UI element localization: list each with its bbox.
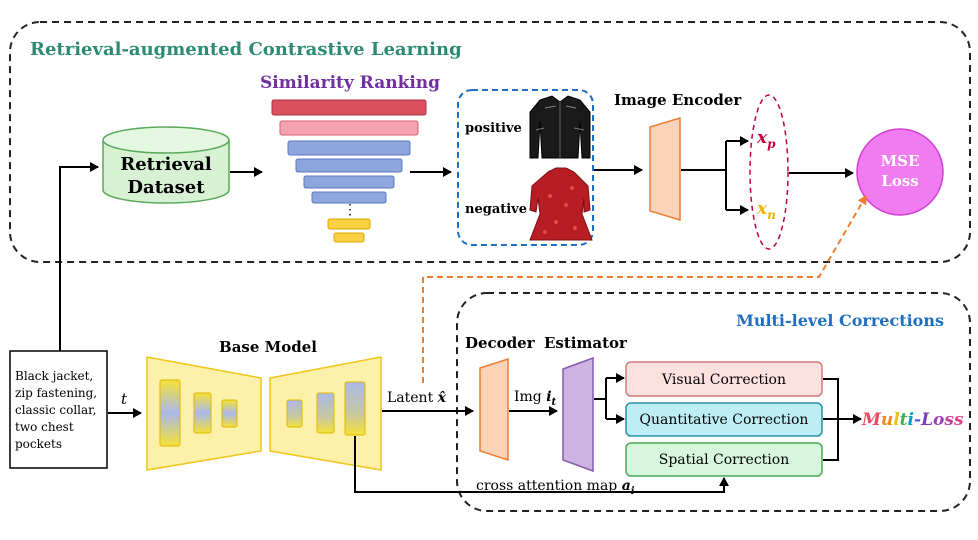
t-label: t	[121, 390, 128, 408]
negative-dress-image	[529, 167, 593, 241]
estimator-label: Estimator	[544, 334, 628, 352]
positive-jacket-image	[529, 95, 591, 159]
retrieval-dataset-cylinder: Retrieval Dataset	[102, 126, 230, 204]
latent-to-mse-dashed-arrow	[422, 195, 867, 383]
feature-block	[221, 399, 238, 428]
multi-loss-letter: l	[893, 410, 900, 430]
arrow-prompt-to-retrieval	[59, 162, 99, 351]
multi-loss-letter: t	[900, 410, 908, 430]
feature-block	[344, 381, 366, 436]
prompt-line-4: two chest	[15, 420, 74, 434]
visual-correction-label: Visual Correction	[661, 372, 786, 388]
prompt-line-2: zip fastening,	[15, 386, 97, 400]
rank-ellipsis: ⋮	[343, 202, 357, 218]
quantitative-correction-label: Quantitative Correction	[640, 412, 809, 428]
multi-loss-letter: u	[881, 410, 893, 430]
image-encoder-shape	[649, 116, 681, 222]
negative-label: negative	[465, 202, 527, 217]
multi-loss-letter: L	[920, 410, 933, 430]
multi-loss-letter: i	[908, 410, 914, 430]
spatial-correction-label: Spatial Correction	[659, 452, 789, 468]
feature-block	[159, 379, 181, 447]
mse-label-1: MSE	[881, 152, 920, 170]
retrieval-label-2: Dataset	[127, 177, 205, 198]
feature-block	[286, 399, 303, 428]
cross-attention-label: cross attention map ai	[476, 478, 635, 497]
feature-block	[316, 392, 335, 434]
rank-bar-1	[271, 99, 427, 116]
multi-loss-letter: -	[914, 410, 921, 430]
multi-loss-letter: s	[943, 410, 954, 430]
img-label: Img it	[514, 389, 557, 408]
multi-loss-letter: s	[953, 410, 964, 430]
prompt-line-3: classic collar,	[15, 403, 96, 417]
bottom-panel	[456, 292, 971, 512]
xn-symbol: xn	[756, 199, 776, 222]
decoder-label: Decoder	[465, 334, 536, 352]
top-panel	[9, 21, 971, 263]
base-model-label: Base Model	[219, 338, 317, 356]
rank-bar-8	[333, 232, 365, 243]
prompt-box	[9, 350, 108, 469]
rank-bar-7	[327, 218, 371, 230]
ranking-title: Similarity Ranking	[260, 73, 440, 93]
image-encoder-label: Image Encoder	[614, 91, 742, 109]
latent-pair-ellipse	[749, 94, 789, 250]
rank-bar-6	[311, 191, 387, 204]
multi-loss-letter: o	[933, 410, 944, 430]
mse-loss-circle	[856, 128, 944, 216]
top-panel-title: Retrieval-augmented Contrastive Learning	[30, 39, 462, 60]
rank-bar-3	[287, 140, 411, 156]
rank-bar-2	[279, 120, 419, 136]
multi-loss-letter: M	[861, 410, 882, 430]
prompt-line-1: Black jacket,	[15, 369, 93, 383]
visual-correction-box	[625, 361, 823, 397]
ranking-bars: ⋮	[271, 99, 427, 243]
decoder-shape	[479, 357, 509, 462]
multi-loss-label: Multi-Loss	[861, 410, 964, 430]
retrieval-label-1: Retrieval	[120, 154, 212, 175]
samples-box	[457, 89, 594, 246]
positive-label: positive	[465, 121, 522, 136]
xp-symbol: xp	[756, 128, 776, 151]
rank-bar-4	[295, 158, 403, 173]
spatial-correction-box	[625, 442, 823, 477]
cross-attention-arrow	[354, 436, 729, 493]
feature-block	[193, 392, 212, 434]
estimator-shape	[562, 356, 594, 473]
latent-label: Latent x̂	[387, 390, 447, 406]
mse-label-2: Loss	[881, 172, 918, 190]
prompt-line-5: pockets	[15, 437, 62, 451]
quantitative-correction-box	[625, 402, 823, 437]
bottom-panel-title: Multi-level Corrections	[736, 311, 944, 330]
rank-bar-5	[303, 175, 395, 189]
